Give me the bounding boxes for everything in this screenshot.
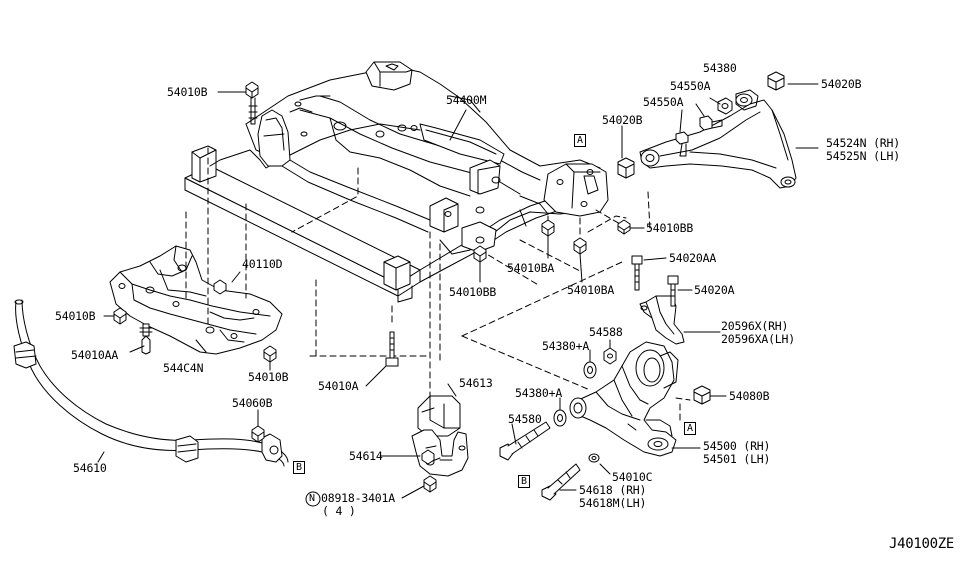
- label-54010bb-right: 54010BB: [646, 221, 694, 235]
- label-54010aa: 54010AA: [71, 348, 119, 362]
- label-54010ba-2: 54010BA: [567, 283, 615, 297]
- label-544c4n: 544C4N: [163, 361, 204, 375]
- label-54020b-top: 54020B: [821, 77, 862, 91]
- mount-bracket-544c4n: [109, 245, 283, 355]
- label-54550a-2: 54550A: [643, 95, 684, 109]
- label-54610: 54610: [73, 461, 107, 475]
- label-54010a: 54010A: [318, 379, 359, 393]
- label-54524n: 54524N (RH): [826, 136, 900, 150]
- label-08918-qty: ( 4 ): [322, 504, 356, 518]
- label-54580: 54580: [508, 412, 542, 426]
- label-54614: 54614: [349, 449, 383, 463]
- leader-lines: [97, 83, 819, 499]
- n-mark-letter: N: [309, 493, 315, 504]
- label-54010b-left: 54010B: [55, 309, 96, 323]
- label-54080b: 54080B: [729, 389, 770, 403]
- label-08918-3401a: 08918-3401A: [321, 491, 395, 505]
- label-54020aa: 54020AA: [669, 251, 717, 265]
- label-20596x: 20596X(RH): [721, 319, 789, 333]
- stabilizer-bushing-clamp: [411, 395, 469, 477]
- label-54010c: 54010C: [612, 470, 653, 484]
- label-54010bb-mid: 54010BB: [449, 285, 497, 299]
- label-54380a-2: 54380+A: [515, 386, 563, 400]
- label-54618m: 54618M(LH): [579, 496, 647, 510]
- label-20596xa: 20596XA(LH): [721, 332, 795, 346]
- lower-transverse-link: [569, 341, 679, 457]
- label-54380a-1: 54380+A: [542, 339, 590, 353]
- label-54588: 54588: [589, 325, 623, 339]
- label-54010b-top: 54010B: [167, 85, 208, 99]
- label-54010b-low: 54010B: [248, 370, 289, 384]
- label-54613: 54613: [459, 376, 493, 390]
- label-54010ba-1: 54010BA: [507, 261, 555, 275]
- stabilizer-bar: [13, 299, 289, 467]
- label-54525n: 54525N (LH): [826, 149, 900, 163]
- ref-box-b-lower: B: [518, 475, 530, 488]
- suspension-member: [184, 61, 609, 303]
- diagram-code: J40100ZE: [889, 536, 955, 552]
- label-40110d: 40110D: [242, 257, 283, 271]
- label-54380: 54380: [703, 61, 737, 75]
- label-54550a-1: 54550A: [670, 79, 711, 93]
- label-54501: 54501 (LH): [703, 452, 771, 466]
- fasteners: [113, 71, 785, 501]
- upper-link-arm: [639, 89, 797, 189]
- stopper-bracket: [639, 295, 685, 345]
- ref-box-a-upper: A: [574, 134, 586, 147]
- label-54060b: 54060B: [232, 396, 273, 410]
- label-54020b-mid: 54020B: [602, 113, 643, 127]
- label-54020a: 54020A: [694, 283, 735, 297]
- label-54500: 54500 (RH): [703, 439, 771, 453]
- ref-box-a-lower: A: [684, 422, 696, 435]
- label-54618: 54618 (RH): [579, 483, 647, 497]
- ref-box-b-left: B: [293, 461, 305, 474]
- label-54400m: 54400M: [446, 93, 487, 107]
